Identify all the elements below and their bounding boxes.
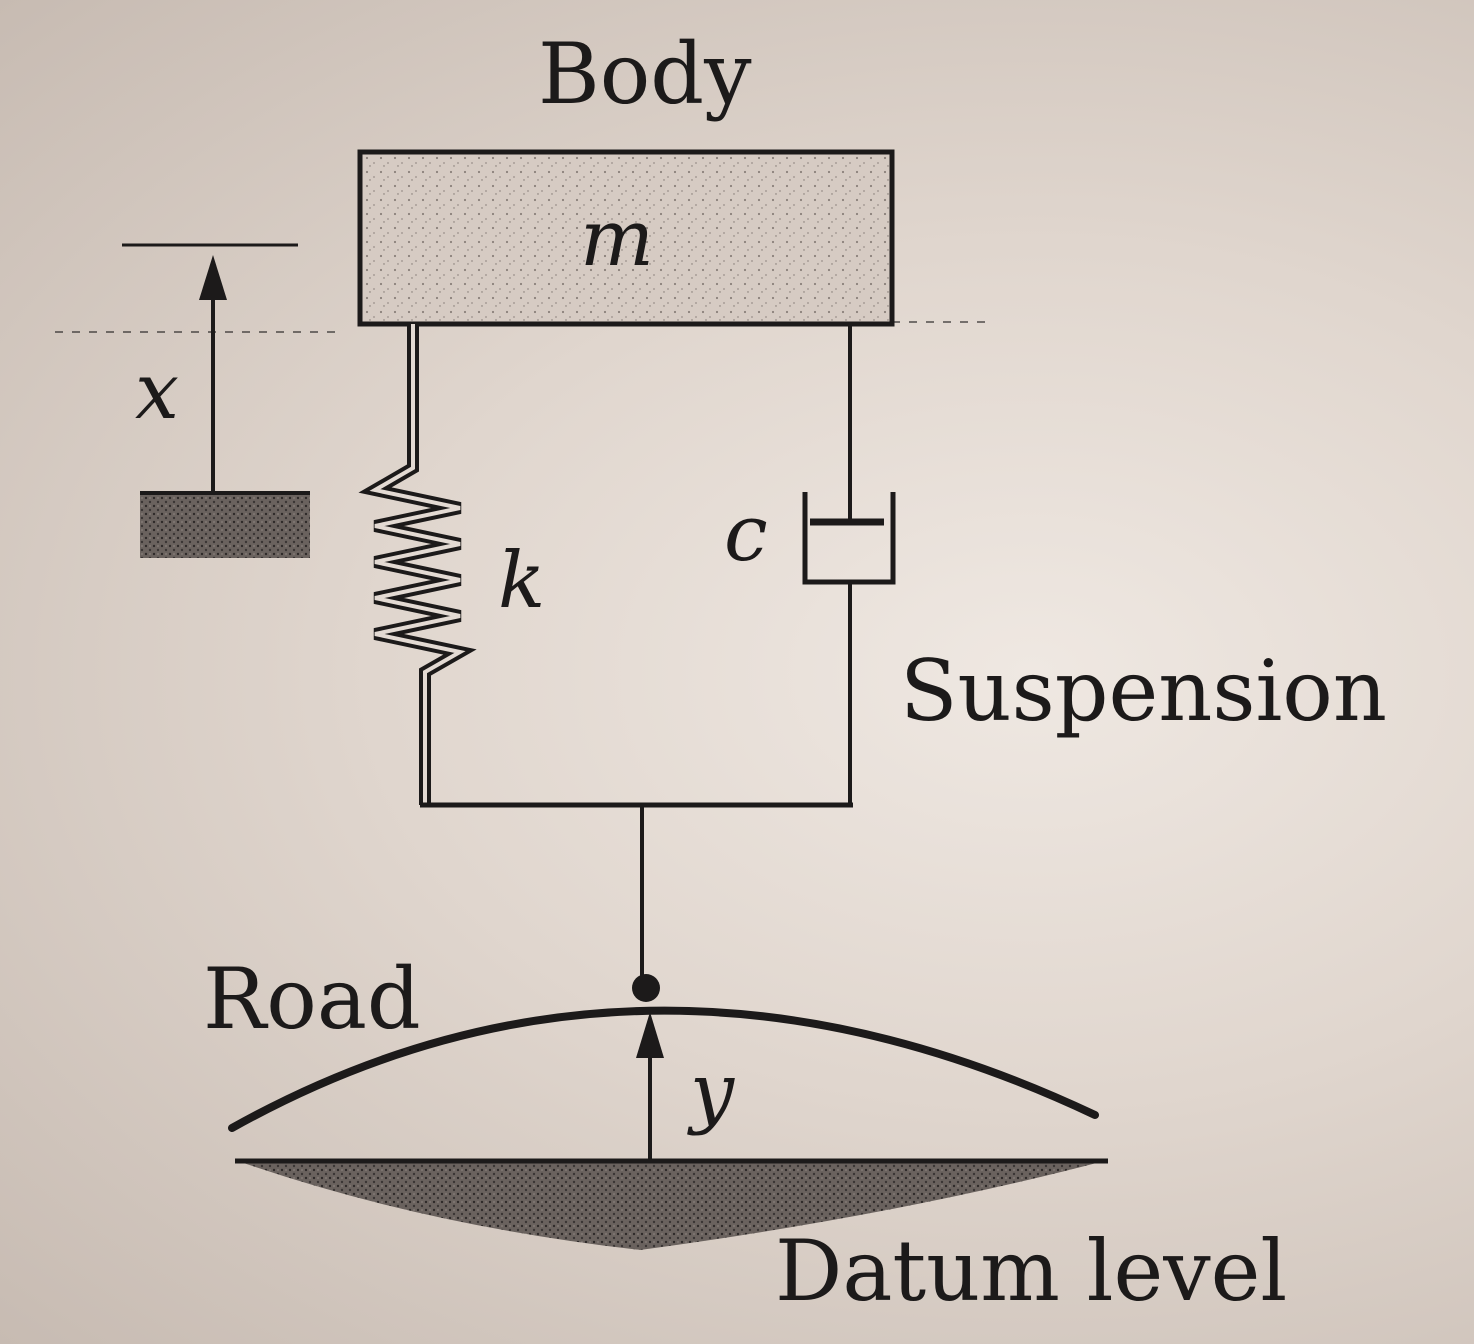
road-label: Road: [203, 950, 421, 1048]
datum-level-label: Datum level: [775, 1222, 1287, 1320]
body-label: Body: [538, 25, 752, 123]
mass-block: [357, 149, 895, 327]
x-label: x: [135, 347, 179, 437]
mass-label: m: [580, 194, 654, 284]
spring-k-core: [369, 324, 466, 805]
spring-label: k: [498, 536, 545, 626]
fixed-reference-ground: [140, 492, 310, 558]
y-label: y: [687, 1047, 735, 1137]
x-arrow-head: [199, 255, 227, 300]
suspension-label: Suspension: [900, 642, 1387, 740]
road-profile: [228, 1006, 1099, 1132]
damper-label: c: [724, 489, 768, 579]
datum-ground: [235, 1160, 1108, 1250]
y-arrow-head: [636, 1012, 664, 1058]
road-contact-point: [632, 974, 660, 1002]
